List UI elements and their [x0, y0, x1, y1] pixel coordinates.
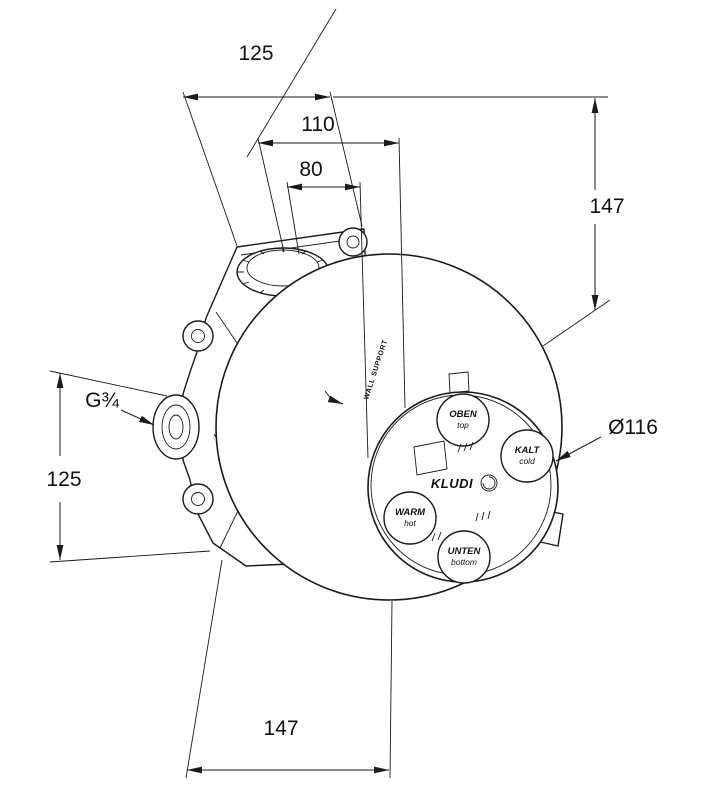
- dim-bottom-width-label: 147: [263, 717, 298, 740]
- extension-lines: [49, 8, 611, 779]
- faceplate-square-marking: [413, 440, 448, 476]
- dim-diameter-label: Ø116: [608, 416, 658, 439]
- port-bottom: UNTEN bottom: [437, 530, 491, 584]
- dim-right-height-label: 147: [589, 195, 624, 218]
- brand-logo-icon: [480, 474, 498, 492]
- port-left: WARM hot: [383, 491, 437, 545]
- faceplate: OBEN top KALT cold WARM hot UNTEN bottom…: [367, 371, 564, 584]
- dim-left-height-label: 125: [46, 468, 81, 491]
- dim-inner-width-label: 80: [299, 158, 322, 181]
- leader-thread-g34: [120, 409, 155, 426]
- brand-logo-text: KLUDI: [431, 476, 473, 491]
- port-left-label-en: hot: [404, 518, 416, 528]
- faceplate-tick-marks-right: [475, 510, 491, 522]
- dimension-lines: [56, 93, 602, 774]
- dim-thread-label: G¾: [85, 389, 119, 412]
- port-top-label-de: OBEN: [449, 409, 478, 420]
- port-right-label-en: cold: [519, 456, 535, 466]
- port-bottom-label-en: bottom: [451, 557, 477, 567]
- leader-diameter-116: [555, 436, 602, 462]
- install-direction-arrow: [324, 390, 344, 405]
- dimension-labels: 125 110 80 147 125 147 G¾ Ø116: [46, 42, 657, 740]
- mounting-ear-top-left: [182, 320, 214, 352]
- port-left-label-de: WARM: [395, 507, 426, 518]
- faceplate-top-tab: [448, 371, 470, 394]
- port-bottom-label-de: UNTEN: [448, 546, 482, 557]
- faceplate-tick-marks-left: [431, 531, 442, 542]
- port-right: KALT cold: [500, 429, 554, 483]
- dim-upper-width-label: 110: [301, 113, 334, 136]
- dim-top-width-label: 125: [238, 42, 273, 65]
- mounting-ear-top-right: [338, 227, 368, 257]
- port-right-label-de: KALT: [515, 445, 541, 456]
- port-top: OBEN top: [436, 393, 490, 447]
- mounting-ear-bottom-left: [182, 483, 214, 515]
- faceplate-tick-marks-top: [457, 441, 474, 453]
- port-top-label-en: top: [457, 420, 469, 430]
- pipe-socket-g34: [152, 394, 200, 460]
